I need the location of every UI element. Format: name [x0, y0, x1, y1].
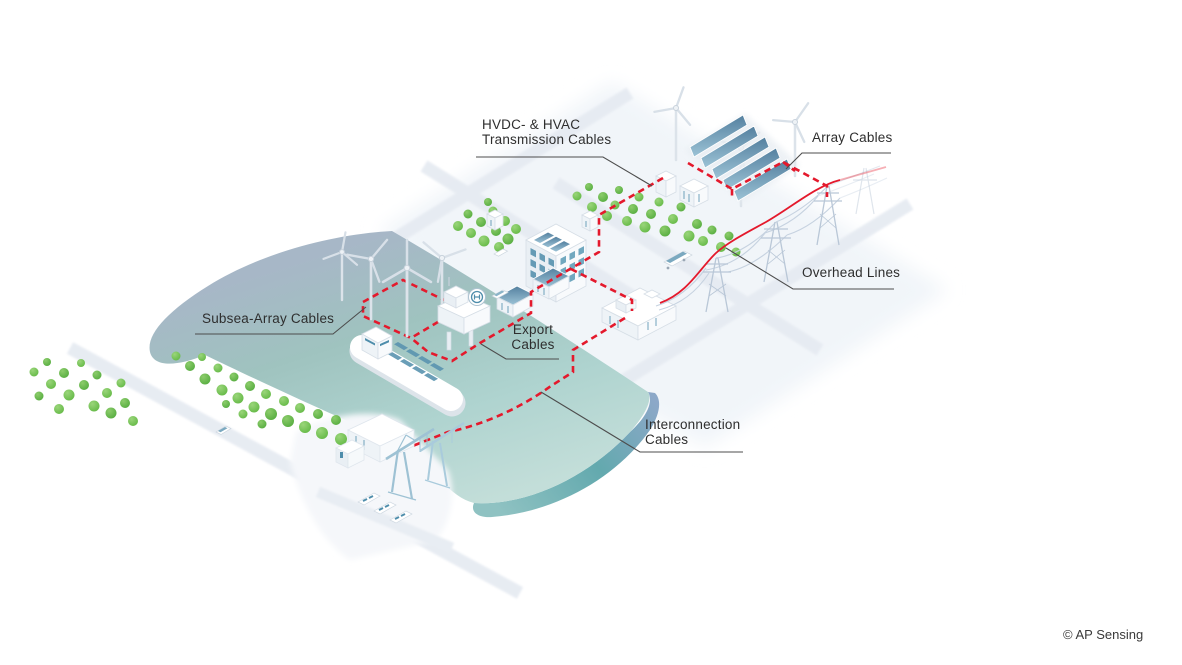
pylon-3: [814, 185, 842, 246]
utility-huts: [486, 209, 599, 232]
copyright-credit: © AP Sensing: [1063, 627, 1144, 642]
port-land-pad: [290, 413, 452, 560]
city-substation: [601, 287, 677, 341]
ship-superstructure: [361, 326, 393, 360]
cable-lay-vessel: [349, 326, 466, 417]
label-hvdc-transmission-cables: HVDC- & HVAC Transmission Cables: [482, 117, 611, 147]
leader-array: [785, 152, 891, 170]
offshore-substation-platform: [437, 277, 491, 351]
pylon-4-faded: [853, 167, 877, 215]
catenary-wires: [655, 165, 888, 311]
port-warehouse: [335, 413, 415, 469]
tree-cluster-top-center: [572, 183, 741, 257]
container-trucks: [357, 492, 413, 524]
car-shore-road: [215, 425, 232, 435]
tree-cluster-far-left: [29, 358, 138, 426]
transmission-cables-dashed: [410, 176, 664, 363]
red-cable-routes: [409, 160, 887, 449]
substation-branch-dashed: [570, 267, 634, 311]
offshore-wind-turbines: [322, 231, 467, 338]
gantry-crane-2: [419, 421, 465, 489]
solar-farm: [685, 114, 800, 202]
label-leader-lines: [195, 152, 894, 453]
label-line: Array Cables: [812, 130, 893, 145]
leader-subsea: [195, 306, 367, 335]
onshore-substation: [655, 170, 709, 208]
leader-hvdc: [476, 156, 653, 187]
label-line: Overhead Lines: [802, 265, 901, 280]
tree-band-shoreline: [171, 351, 347, 445]
solar-houses: [496, 267, 570, 318]
car-city: [493, 248, 509, 257]
bus: [663, 250, 693, 270]
overhead-line-red-fade: [839, 166, 887, 181]
label-interconnection-cables: Interconnection Cables: [645, 417, 740, 447]
port-with-cranes: [335, 413, 465, 524]
interconnection-cables-dashed: [409, 316, 626, 449]
leader-overhead: [725, 247, 894, 290]
label-line: Export: [512, 322, 554, 337]
ship-deck-hatches: [388, 342, 444, 382]
van-city: [491, 289, 509, 299]
leader-export: [480, 343, 559, 360]
water-sidewall: [472, 392, 660, 518]
label-line: Cables: [645, 432, 689, 447]
label-line: Subsea-Array Cables: [202, 311, 335, 326]
label-line: HVDC- & HVAC: [482, 117, 581, 132]
subsea-array-cable-loop: [361, 278, 450, 340]
label-array-cables: Array Cables: [812, 130, 892, 145]
array-cables-dashed: [687, 160, 829, 197]
label-export-cables: Export Cables: [505, 322, 561, 352]
vehicles: [215, 248, 693, 435]
label-line: Interconnection: [645, 417, 741, 432]
label-subsea-array-cables: Subsea-Array Cables: [202, 311, 334, 326]
label-overhead-lines: Overhead Lines: [802, 265, 900, 280]
helipad-icon: [468, 288, 486, 306]
leader-interconnection: [540, 391, 743, 453]
rooftop-solar-panels: [534, 232, 570, 252]
pylon-1: [703, 257, 731, 313]
land-plane: [378, 82, 948, 448]
gantry-crane-1: [385, 427, 435, 501]
overhead-line-red: [659, 179, 841, 304]
port-road: [315, 486, 455, 554]
label-line: Transmission Cables: [482, 132, 612, 147]
label-line: Cables: [511, 337, 555, 352]
